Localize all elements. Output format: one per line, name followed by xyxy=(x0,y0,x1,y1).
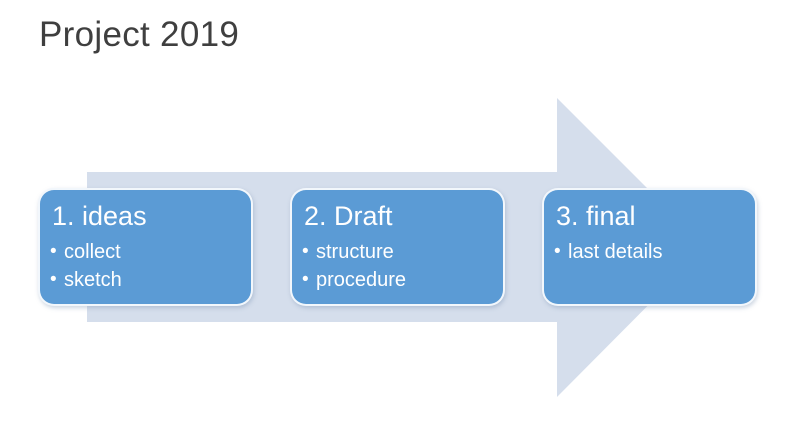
step-heading: 1. ideas xyxy=(52,201,147,231)
bullet-icon: • xyxy=(302,241,309,262)
bullet-text: last details xyxy=(568,241,663,263)
step-bullet-list: • collect • sketch xyxy=(50,238,241,294)
bullet-item: • structure xyxy=(302,238,493,266)
bullet-text: procedure xyxy=(316,269,407,291)
bullet-text: sketch xyxy=(64,269,122,291)
bullet-icon: • xyxy=(554,241,561,262)
bullet-icon: • xyxy=(50,269,57,290)
step-box-3: 3. final • last details xyxy=(542,188,757,306)
bullet-text: collect xyxy=(64,241,121,263)
bullet-item: • last details xyxy=(554,238,745,266)
step-heading: 2. Draft xyxy=(304,201,393,231)
step-box-1: 1. ideas • collect • sketch xyxy=(38,188,253,306)
step-heading: 3. final xyxy=(556,201,636,231)
bullet-icon: • xyxy=(302,269,309,290)
bullet-icon: • xyxy=(50,241,57,262)
bullet-item: • procedure xyxy=(302,266,493,294)
bullet-text: structure xyxy=(316,241,394,263)
bullet-item: • collect xyxy=(50,238,241,266)
slide-title: Project 2019 xyxy=(39,15,240,54)
step-bullet-list: • structure • procedure xyxy=(302,238,493,294)
step-box-2: 2. Draft • structure • procedure xyxy=(290,188,505,306)
bullet-item: • sketch xyxy=(50,266,241,294)
step-bullet-list: • last details xyxy=(554,238,745,266)
